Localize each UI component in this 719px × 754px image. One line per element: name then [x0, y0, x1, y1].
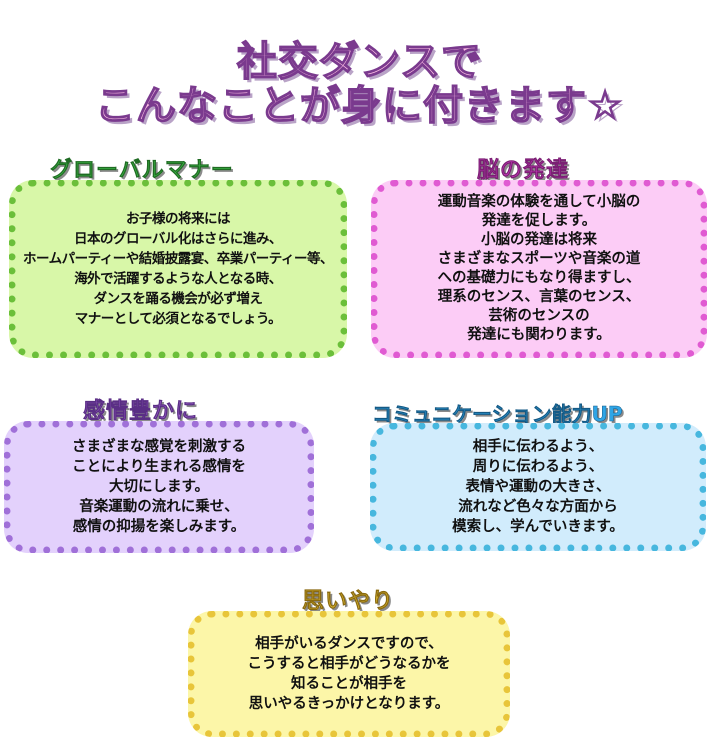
heading-brain-development: 脳の発達	[477, 158, 570, 184]
box-emotional-richness: さまざまな感覚を刺激する ことにより生まれる感情を 大切にします。 音楽運動の流…	[4, 421, 314, 553]
heading-global-manners: グローバルマナー	[50, 158, 234, 184]
heading-emotional-richness: 感情豊かに	[83, 399, 199, 425]
box-kindness: 相手がいるダンスですので、 こうすると相手がどうなるかを 知ることが相手を 思い…	[188, 611, 510, 737]
heading-kindness: 思いやり	[302, 589, 395, 615]
body-emotional-richness: さまざまな感覚を刺激する ことにより生まれる感情を 大切にします。 音楽運動の流…	[72, 439, 246, 535]
body-brain-development: 運動音楽の体験を通して小脳の 発達を促します。 小脳の発達は将来 さまざまなスポ…	[437, 194, 641, 343]
box-brain-development: 運動音楽の体験を通して小脳の 発達を促します。 小脳の発達は将来 さまざまなスポ…	[371, 180, 707, 358]
body-global-manners: お子様の将来には 日本のグローバル化はさらに進み、 ホームパーティーや結婚披露宴…	[23, 211, 333, 327]
title-line-2-text: こんなことが身に付きます	[94, 82, 588, 130]
body-kindness: 相手がいるダンスですので、 こうすると相手がどうなるかを 知ることが相手を 思い…	[247, 636, 451, 712]
title-line-1: 社交ダンスで	[0, 38, 719, 86]
title-line-1-text: 社交ダンスで	[236, 38, 483, 86]
body-communication: 相手に伝わるよう、 周りに伝わるよう、 表情や運動の大きさ、 流れなど色々な方面…	[452, 439, 624, 535]
box-global-manners: お子様の将来には 日本のグローバル化はさらに進み、 ホームパーティーや結婚披露宴…	[9, 180, 347, 358]
box-communication: 相手に伝わるよう、 周りに伝わるよう、 表情や運動の大きさ、 流れなど色々な方面…	[370, 423, 706, 551]
star-icon: ☆	[586, 82, 624, 130]
heading-communication: コミュニケーション能力UP	[372, 402, 623, 427]
title-line-2: こんなことが身に付きます☆	[0, 82, 719, 130]
